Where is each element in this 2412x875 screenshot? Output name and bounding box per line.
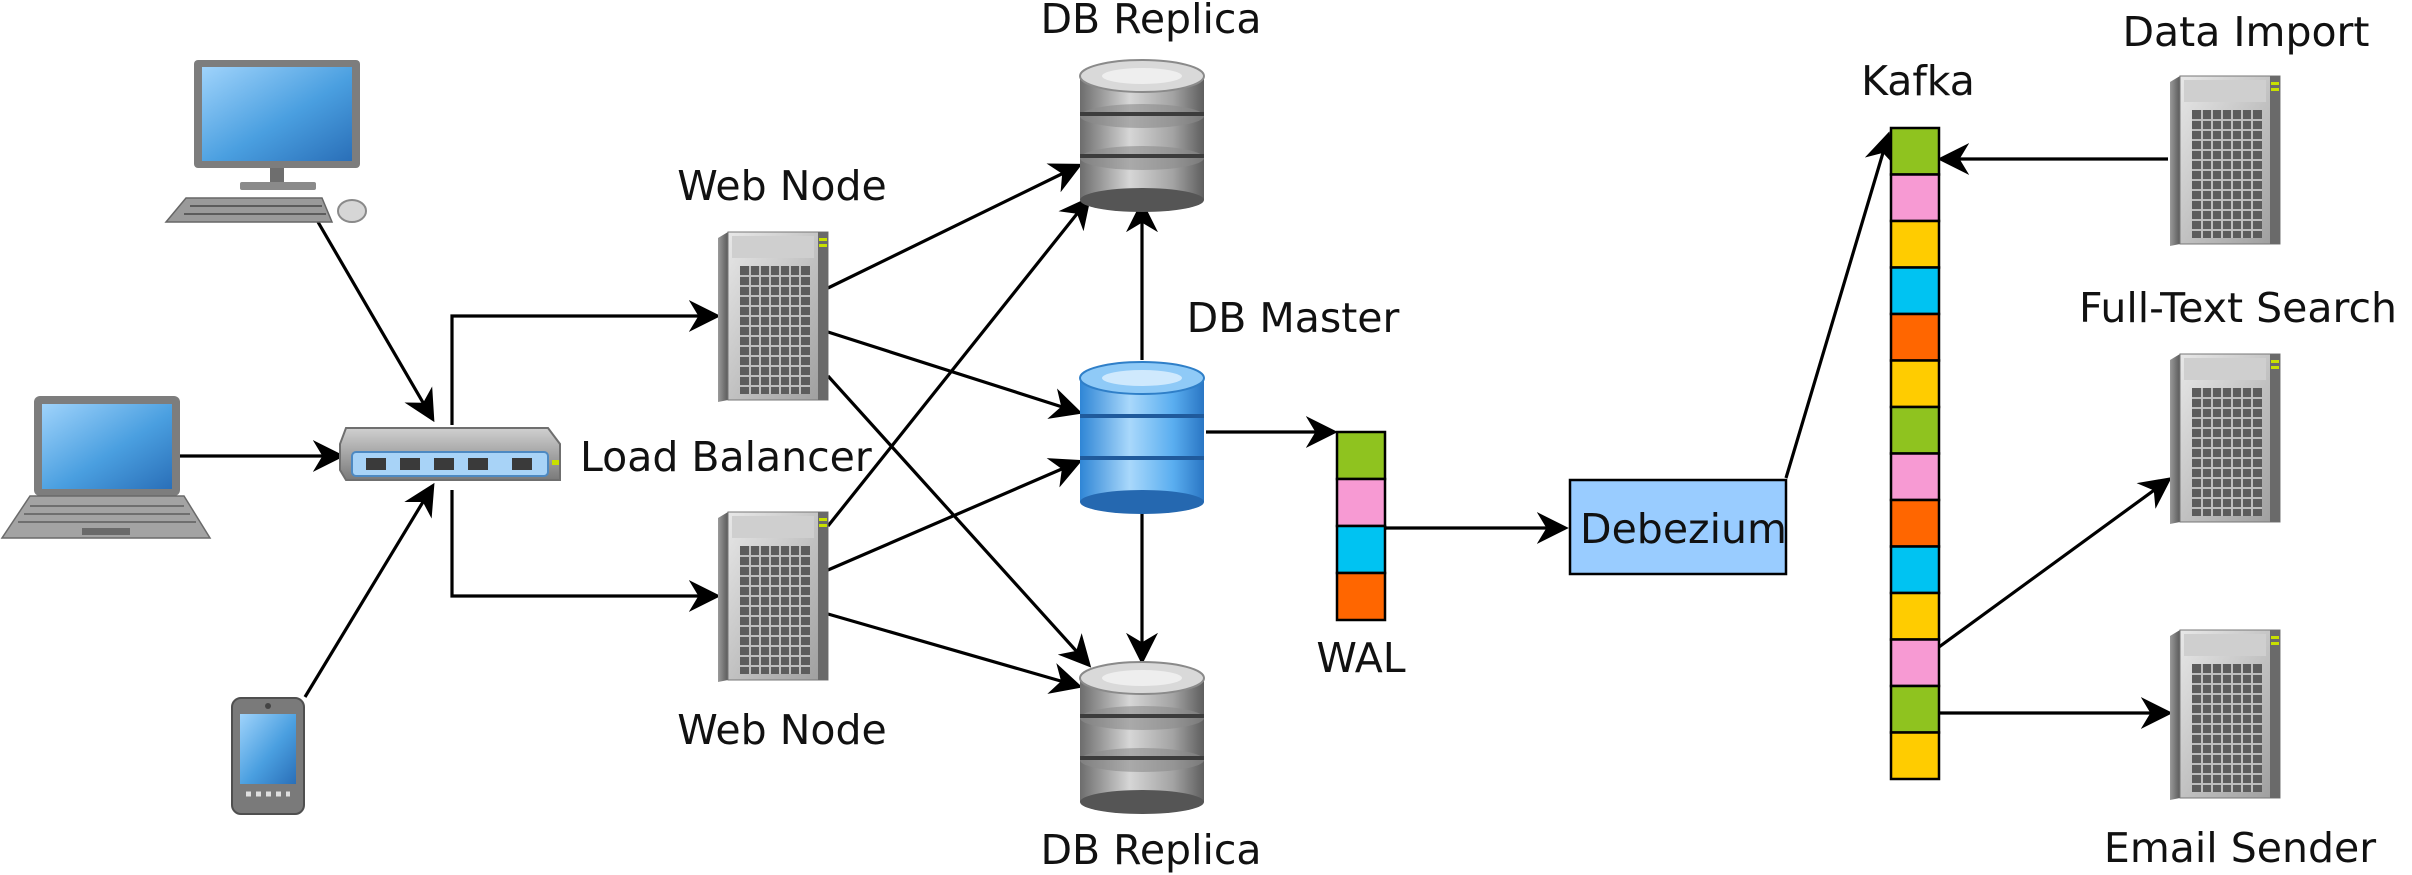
wal-segment-2 xyxy=(1335,477,1387,528)
edge-webtop-to-master xyxy=(827,330,1083,419)
edge-phone-to-lb xyxy=(303,482,435,698)
web-node-top-server-icon xyxy=(717,231,829,403)
kafka-segment-6 xyxy=(1889,359,1941,409)
laptop-icon xyxy=(0,396,212,539)
db-replica-top-icon xyxy=(1079,59,1205,213)
kafka-segment-11 xyxy=(1889,591,1941,641)
kafka-segment-10 xyxy=(1889,545,1941,595)
edge-webtop-to-replica-top xyxy=(827,163,1083,290)
db-master-icon xyxy=(1079,361,1205,515)
connections xyxy=(180,131,2173,729)
kafka-segment-5 xyxy=(1889,312,1941,362)
edge-lb-to-web-top xyxy=(450,300,721,425)
kafka-segment-7 xyxy=(1889,405,1941,455)
wal-log-stack xyxy=(1335,430,1387,622)
wal-segment-3 xyxy=(1335,524,1387,575)
edge-webtop-to-replica-bottom xyxy=(826,374,1092,668)
kafka-segment-14 xyxy=(1889,731,1941,781)
wal-segment-1 xyxy=(1335,430,1387,481)
wal-label: WAL xyxy=(1316,634,1405,682)
web-node-bottom-label: Web Node xyxy=(677,706,886,754)
kafka-label: Kafka xyxy=(1861,57,1975,105)
web-node-top-label: Web Node xyxy=(677,162,886,210)
db-replica-bottom-label: DB Replica xyxy=(1040,826,1261,874)
kafka-segment-2 xyxy=(1889,173,1941,223)
edge-webbot-to-master xyxy=(827,458,1083,572)
email-sender-server-icon xyxy=(2169,629,2281,801)
load-balancer-icon xyxy=(339,427,561,481)
kafka-segment-9 xyxy=(1889,498,1941,548)
edge-debezium-to-kafka xyxy=(1784,131,1896,479)
data-import-server-icon xyxy=(2169,75,2281,247)
full-text-search-server-icon xyxy=(2169,353,2281,525)
edge-webbot-to-replica-bottom xyxy=(827,612,1083,694)
full-text-search-label: Full-Text Search xyxy=(2079,284,2397,332)
debezium-label: Debezium xyxy=(1580,505,1787,553)
edge-desktop-to-lb xyxy=(316,221,435,423)
db-master-label: DB Master xyxy=(1187,294,1400,342)
kafka-topic-stack xyxy=(1889,126,1941,781)
kafka-segment-8 xyxy=(1889,452,1941,502)
email-sender-label: Email Sender xyxy=(2104,824,2376,872)
wal-segment-4 xyxy=(1335,571,1387,622)
db-replica-top-label: DB Replica xyxy=(1040,0,1261,43)
edge-webbot-to-replica-top xyxy=(826,196,1091,527)
db-replica-bottom-icon xyxy=(1079,661,1205,815)
debezium-box xyxy=(1568,478,1788,576)
kafka-segment-3 xyxy=(1889,219,1941,269)
kafka-segment-1 xyxy=(1889,126,1941,176)
kafka-segment-4 xyxy=(1889,266,1941,316)
kafka-segment-12 xyxy=(1889,638,1941,688)
load-balancer-label: Load Balancer xyxy=(580,433,872,481)
desktop-computer-icon xyxy=(164,60,367,223)
data-import-label: Data Import xyxy=(2122,8,2369,56)
web-node-bottom-server-icon xyxy=(717,511,829,683)
edge-lb-to-web-bottom xyxy=(450,490,721,612)
edge-kafka-to-fulltext xyxy=(1938,477,2172,649)
kafka-segment-13 xyxy=(1889,684,1941,734)
smartphone-icon xyxy=(231,697,305,815)
